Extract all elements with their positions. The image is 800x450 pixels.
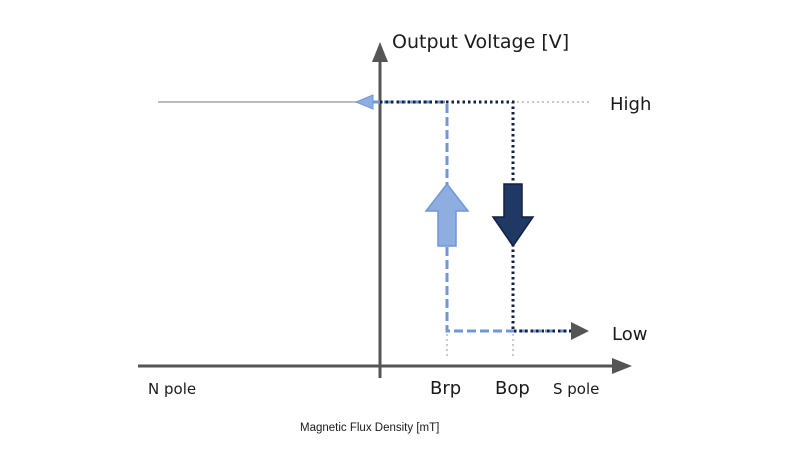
release-path-left-arrowhead [354,94,374,110]
bop-label: Bop [495,378,530,399]
low-label: Low [612,324,647,345]
operate-path [380,100,575,333]
x-axis-label: Magnetic Flux Density [mT] [300,422,439,434]
low-level-arrowhead [571,322,589,340]
release-path [372,100,580,333]
n-pole-label: N pole [148,380,196,398]
high-label: High [610,94,651,115]
x-axis-arrowhead [612,358,632,374]
up-arrow-icon [424,182,470,247]
y-axis-label: Output Voltage [V] [392,31,569,53]
brp-label: Brp [430,378,461,399]
down-arrow-icon [491,183,535,248]
y-axis-arrowhead [372,42,388,62]
s-pole-label: S pole [553,380,599,398]
